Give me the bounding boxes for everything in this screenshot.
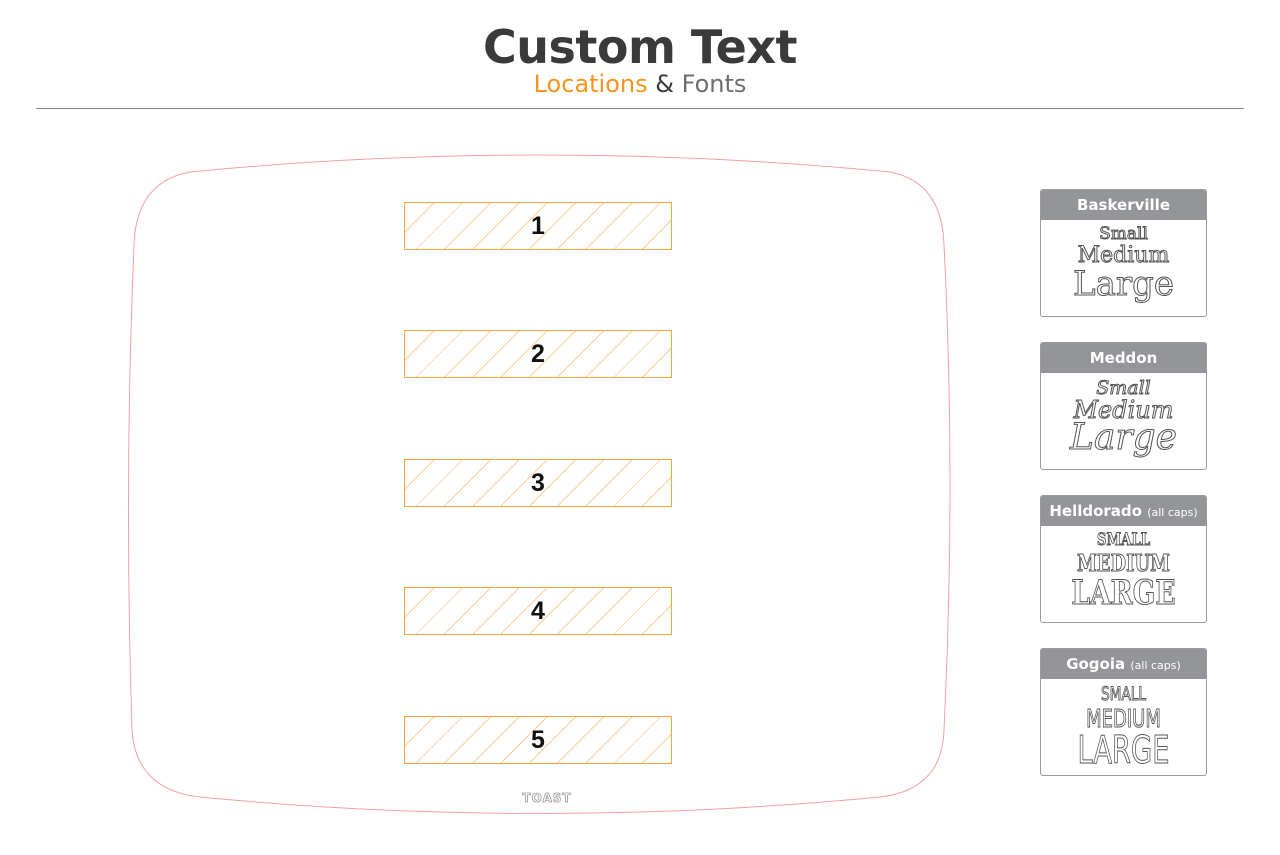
font-samples: Small Medium Large [1041, 373, 1206, 456]
text-location-1: 1 [404, 202, 672, 250]
font-card-header: Gogoia (all caps) [1041, 649, 1206, 679]
brand-logo: TOAST [522, 791, 572, 806]
sample-small: SMALL [1100, 683, 1147, 705]
sample-large: Large [1070, 417, 1178, 458]
text-location-5: 5 [404, 716, 672, 764]
font-samples: SMALL MEDIUM LARGE [1041, 526, 1206, 613]
location-number: 2 [531, 339, 545, 368]
font-card-helldorado: Helldorado (all caps) SMALL MEDIUM LARGE [1040, 495, 1207, 623]
font-note: (all caps) [1130, 659, 1181, 672]
page-header: Custom Text Locations & Fonts [0, 18, 1280, 98]
font-card-gogoia: Gogoia (all caps) SMALL MEDIUM LARGE [1040, 648, 1207, 776]
subtitle-locations: Locations [533, 70, 648, 98]
font-card-baskerville: Baskerville Small Medium Large [1040, 189, 1207, 317]
board-outline-path [127, 154, 951, 814]
sample-large: LARGE [1077, 728, 1170, 772]
font-name: Baskerville [1076, 196, 1170, 214]
font-card-header: Helldorado (all caps) [1041, 496, 1206, 526]
font-card-header: Meddon [1041, 343, 1206, 373]
font-name: Gogoia [1066, 655, 1126, 673]
font-samples: Small Medium Large [1041, 220, 1206, 304]
sample-medium: Medium [1077, 243, 1170, 268]
text-location-3: 3 [404, 459, 672, 507]
sample-large: LARGE [1071, 573, 1176, 613]
location-number: 3 [531, 468, 545, 497]
location-number: 4 [531, 596, 545, 625]
page-title: Custom Text [482, 20, 798, 74]
text-location-2: 2 [404, 330, 672, 378]
sample-small: Small [1099, 224, 1149, 244]
font-name: Helldorado [1049, 502, 1142, 520]
font-samples: SMALL MEDIUM LARGE [1041, 679, 1206, 772]
sample-medium: Medium [1073, 396, 1174, 424]
sample-small: Small [1096, 377, 1152, 399]
font-note: (all caps) [1147, 506, 1198, 519]
sample-large: Large [1073, 264, 1175, 304]
subtitle-ampersand: & [655, 70, 674, 98]
header-divider [36, 108, 1244, 109]
text-location-4: 4 [404, 587, 672, 635]
font-card-header: Baskerville [1041, 190, 1206, 220]
font-name: Meddon [1089, 349, 1158, 367]
sample-small: SMALL [1096, 530, 1151, 550]
sample-medium: MEDIUM [1077, 550, 1171, 577]
location-number: 5 [531, 725, 545, 754]
sample-medium: MEDIUM [1086, 704, 1161, 733]
location-number: 1 [531, 211, 545, 240]
page-subtitle: Locations & Fonts [0, 70, 1280, 98]
subtitle-fonts: Fonts [681, 70, 747, 98]
font-card-meddon: Meddon Small Medium Large [1040, 342, 1207, 470]
